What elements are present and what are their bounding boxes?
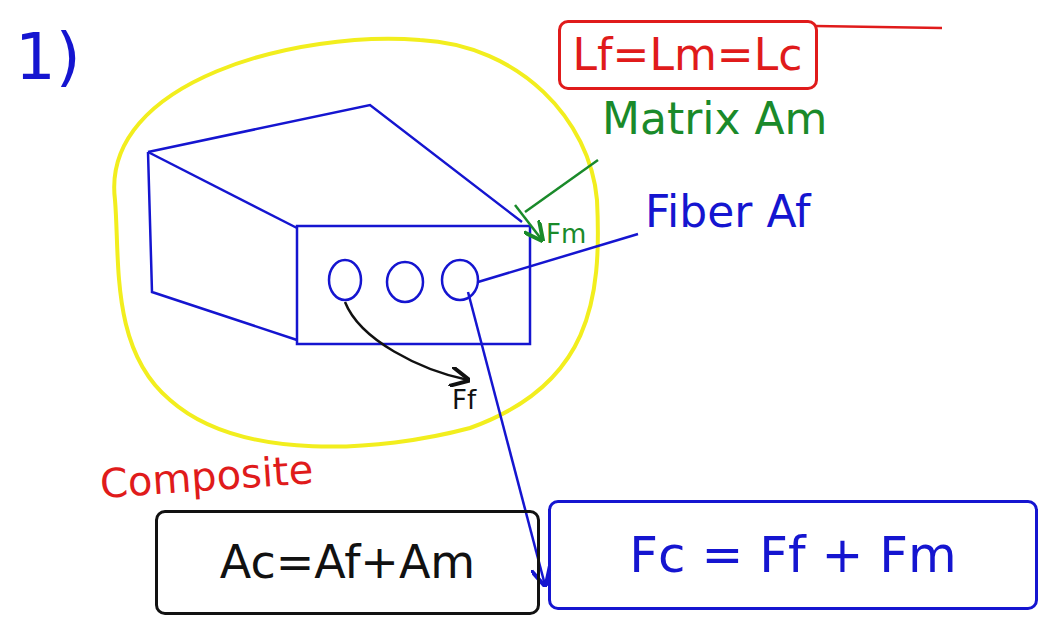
part-label: Matrix Am <box>602 95 827 143</box>
note-label: Composite <box>98 447 314 506</box>
equation-text: Ac=Af+Am <box>220 537 475 588</box>
part-label: Fiber Af <box>645 188 810 236</box>
equation-box: Ac=Af+Am <box>155 510 540 615</box>
red-line <box>815 26 942 28</box>
force-label: Fm <box>546 220 586 249</box>
equation-box: Lf=Lm=Lc <box>558 20 818 90</box>
item-number: 1) <box>15 22 81 92</box>
leader-line <box>525 160 598 212</box>
yellow-outline <box>114 39 598 447</box>
force-label: Ff <box>452 386 476 415</box>
equation-text: Fc = Ff + Fm <box>629 528 956 583</box>
equation-text: Lf=Lm=Lc <box>573 31 803 79</box>
leader-arrow <box>345 302 468 380</box>
equation-box: Fc = Ff + Fm <box>548 500 1038 610</box>
leader-arrow <box>515 205 542 240</box>
leader-arrow <box>468 292 545 585</box>
